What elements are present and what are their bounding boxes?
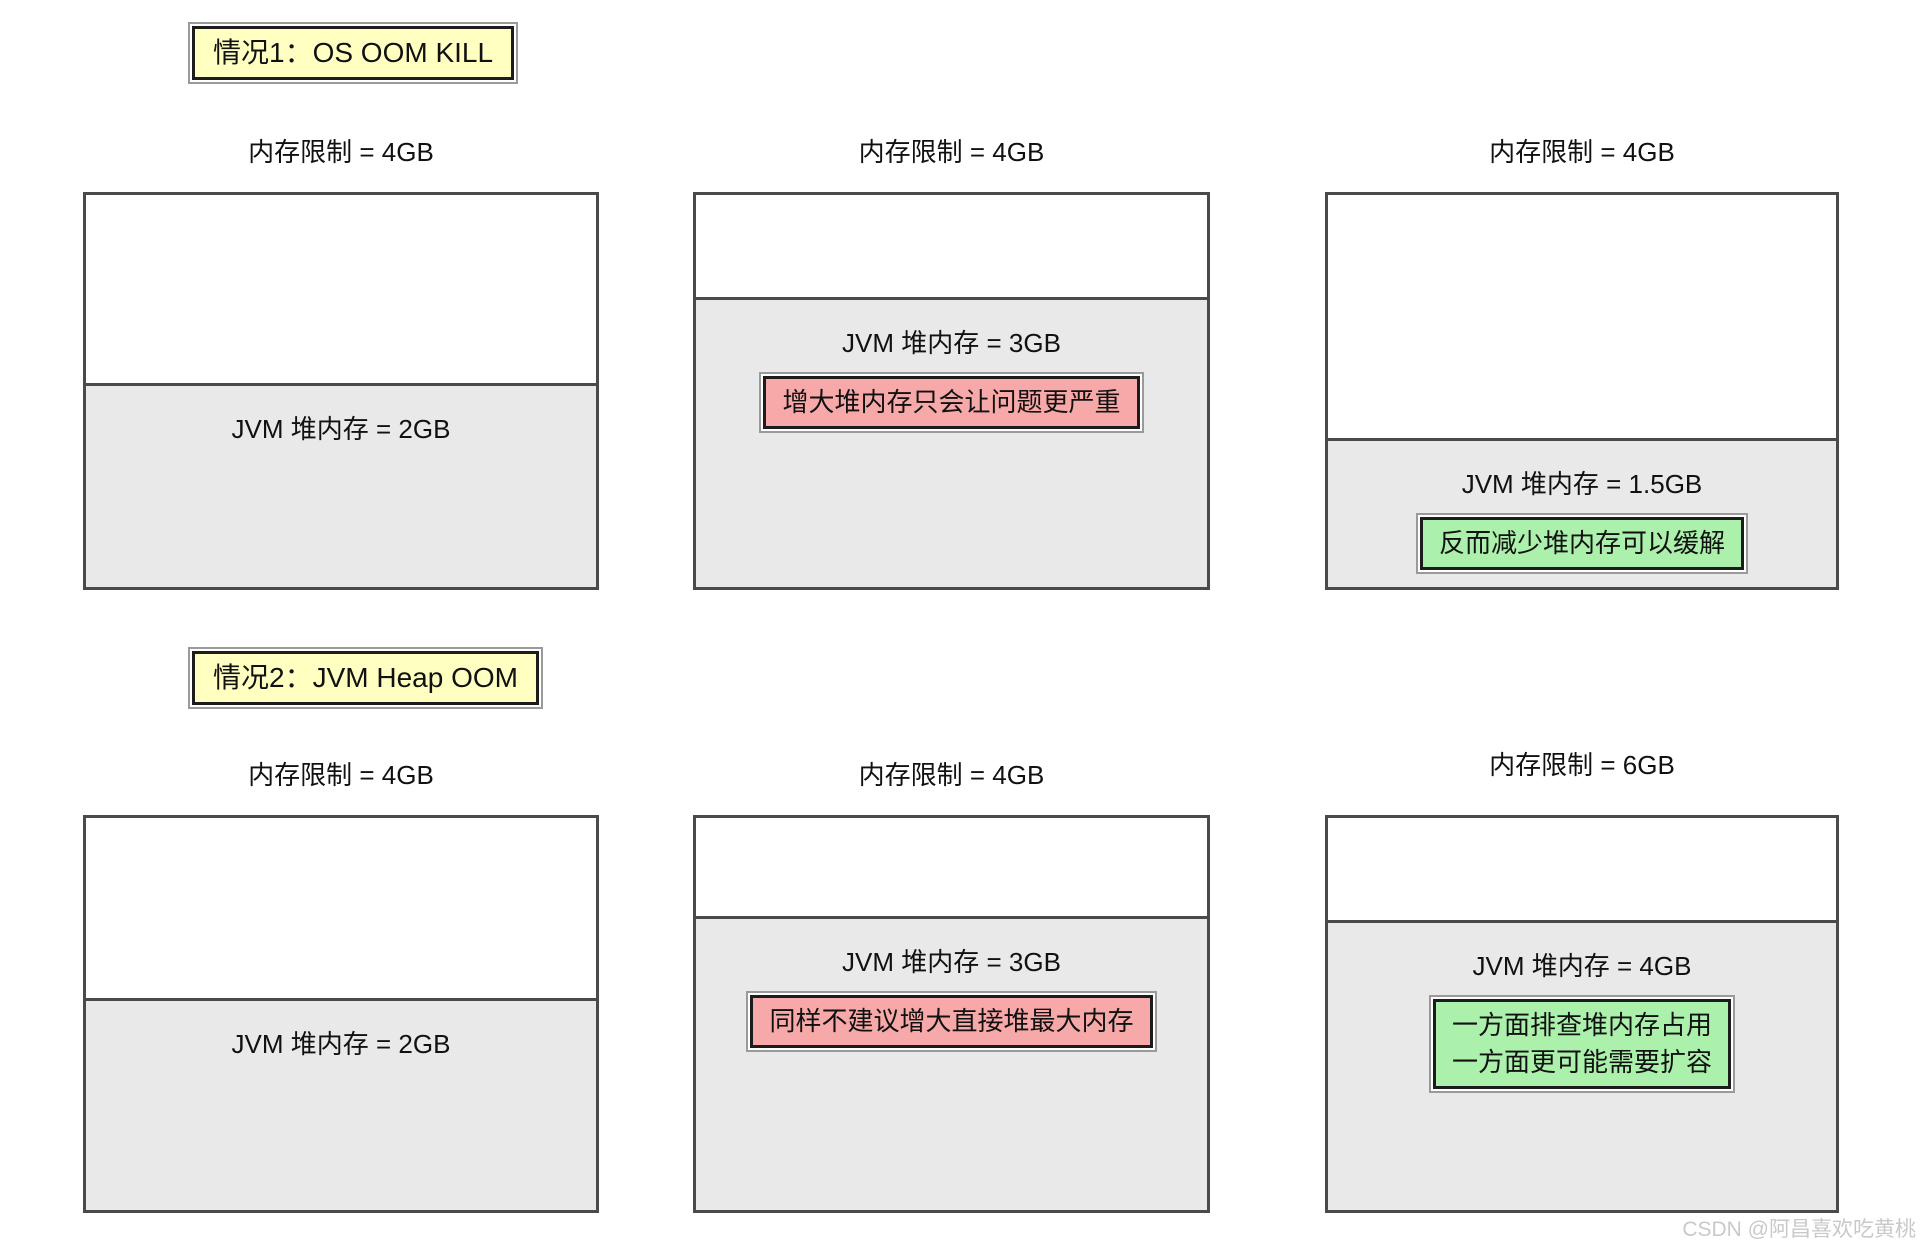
free-memory-area — [86, 195, 596, 384]
memory-limit-title: 内存限制 = 4GB — [1489, 137, 1675, 167]
jvm-heap-label: JVM 堆内存 = 4GB — [1472, 950, 1692, 981]
jvm-heap-label: JVM 堆内存 = 2GB — [231, 414, 451, 445]
section2-box3: 内存限制 = 6GB JVM 堆内存 = 4GB 一方面排查堆内存占用 一方面更… — [1325, 750, 1839, 1213]
memory-limit-title: 内存限制 = 4GB — [858, 137, 1045, 167]
free-memory-area — [1328, 818, 1836, 920]
memory-limit-title: 内存限制 = 6GB — [1489, 750, 1675, 780]
section1-box1: 内存限制 = 4GB JVM 堆内存 = 2GB — [83, 132, 599, 590]
section2-box2: 内存限制 = 4GB JVM 堆内存 = 3GB 同样不建议增大直接堆最大内存 — [693, 755, 1210, 1213]
section1-label: 情况1：OS OOM KILL — [192, 26, 515, 80]
jvm-heap-area: JVM 堆内存 = 1.5GB 反而减少堆内存可以缓解 — [1328, 438, 1836, 587]
advice-badge: 一方面排查堆内存占用 一方面更可能需要扩容 — [1432, 998, 1731, 1089]
memory-box: JVM 堆内存 = 3GB 同样不建议增大直接堆最大内存 — [693, 815, 1210, 1213]
memory-box: JVM 堆内存 = 4GB 一方面排查堆内存占用 一方面更可能需要扩容 — [1325, 815, 1839, 1213]
section2-label: 情况2：JVM Heap OOM — [192, 651, 539, 705]
advice-badge: 反而减少堆内存可以缓解 — [1419, 517, 1744, 571]
memory-limit-title: 内存限制 = 4GB — [858, 760, 1045, 790]
jvm-heap-label: JVM 堆内存 = 3GB — [842, 947, 1061, 977]
watermark: CSDN @阿昌喜欢吃黄桃 — [1682, 1218, 1916, 1241]
memory-limit-title: 内存限制 = 4GB — [248, 137, 434, 167]
jvm-heap-label: JVM 堆内存 = 1.5GB — [1461, 469, 1703, 500]
section1-box3: 内存限制 = 4GB JVM 堆内存 = 1.5GB 反而减少堆内存可以缓解 — [1325, 132, 1839, 590]
section1-box2: 内存限制 = 4GB JVM 堆内存 = 3GB 增大堆内存只会让问题更严重 — [693, 132, 1210, 590]
warning-badge: 同样不建议增大直接堆最大内存 — [750, 995, 1153, 1048]
free-memory-area — [696, 818, 1207, 916]
jvm-heap-area: JVM 堆内存 = 2GB — [86, 998, 596, 1210]
memory-box: JVM 堆内存 = 1.5GB 反而减少堆内存可以缓解 — [1325, 192, 1839, 590]
jvm-heap-label: JVM 堆内存 = 3GB — [842, 327, 1061, 358]
memory-box: JVM 堆内存 = 3GB 增大堆内存只会让问题更严重 — [693, 192, 1210, 590]
free-memory-area — [86, 818, 596, 999]
section2-box1: 内存限制 = 4GB JVM 堆内存 = 2GB — [83, 755, 599, 1213]
warning-badge: 增大堆内存只会让问题更严重 — [763, 375, 1140, 429]
jvm-heap-area: JVM 堆内存 = 3GB 同样不建议增大直接堆最大内存 — [696, 916, 1207, 1210]
jvm-heap-area: JVM 堆内存 = 3GB 增大堆内存只会让问题更严重 — [696, 296, 1207, 587]
jvm-heap-area: JVM 堆内存 = 4GB 一方面排查堆内存占用 一方面更可能需要扩容 — [1328, 919, 1836, 1210]
free-memory-area — [696, 195, 1207, 297]
jvm-heap-label: JVM 堆内存 = 2GB — [231, 1029, 451, 1060]
memory-box: JVM 堆内存 = 2GB — [83, 815, 599, 1213]
free-memory-area — [1328, 195, 1836, 439]
jvm-heap-area: JVM 堆内存 = 2GB — [86, 383, 596, 587]
memory-limit-title: 内存限制 = 4GB — [248, 760, 434, 790]
memory-box: JVM 堆内存 = 2GB — [83, 192, 599, 590]
